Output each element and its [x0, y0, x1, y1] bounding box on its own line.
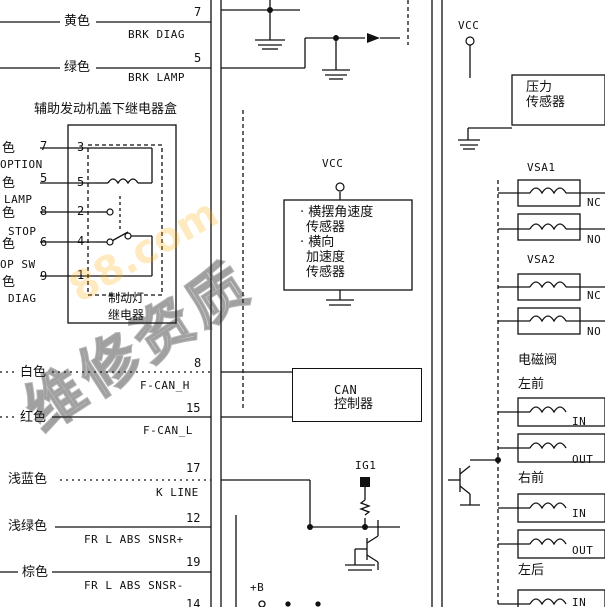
signal-label: FR L ABS SNSR+	[84, 533, 184, 546]
pressure-sensor-line: 压力	[526, 80, 553, 95]
relay-outer-pin: 8	[40, 204, 48, 218]
valve-label: 左后	[518, 563, 545, 578]
relay-inner-pin: 4	[77, 234, 85, 248]
wire-color-label: 绿色	[64, 60, 91, 75]
relay-outer-pin: 9	[40, 269, 48, 283]
pin-number: 8	[194, 356, 202, 370]
ig1-label: IG1	[355, 459, 377, 472]
relay-label: 制动灯	[108, 291, 145, 305]
pin-number: 19	[186, 555, 201, 569]
pin-number: 17	[186, 461, 201, 475]
pin-number: 15	[186, 401, 201, 415]
valve-tap-label: IN	[572, 596, 587, 607]
valve-tap-label: OUT	[572, 544, 594, 557]
wire-color-label: 浅绿色	[8, 519, 48, 534]
signal-label: F-CAN_L	[143, 424, 193, 437]
vsa-tap-label: NO	[587, 233, 602, 246]
can-box-line: 控制器	[334, 397, 374, 412]
relay-inner-pin: 5	[77, 175, 85, 189]
can-controller-box	[292, 368, 422, 422]
vsa-tap-label: NC	[587, 196, 602, 209]
edge-label: DIAG	[8, 292, 37, 305]
can-box-line: CAN	[334, 383, 358, 397]
relay-inner-pin: 1	[77, 268, 85, 282]
valve-tap-label: IN	[572, 415, 587, 428]
vsa-tap-label: NO	[587, 325, 602, 338]
edge-label: 色	[2, 275, 16, 290]
relay-inner-pin: 3	[77, 140, 85, 154]
solenoid-title: 电磁阀	[518, 353, 558, 368]
signal-label: FR L ABS SNSR-	[84, 579, 184, 592]
pin-number: 14	[186, 597, 201, 607]
relay-outer-pin: 7	[40, 139, 48, 153]
edge-label: 色	[2, 176, 16, 191]
pin-number: 12	[186, 511, 201, 525]
yaw-sensor-line: 传感器	[306, 220, 346, 235]
valve-tap-label: IN	[572, 507, 587, 520]
edge-label: OPTION	[0, 158, 43, 171]
valve-tap-label: OUT	[572, 453, 594, 466]
relay-outer-pin: 5	[40, 171, 48, 185]
signal-label: BRK DIAG	[128, 28, 185, 41]
pin-number: 5	[194, 51, 202, 65]
vsa-group-label: VSA1	[527, 161, 556, 174]
yaw-sensor-line: 加速度	[306, 250, 346, 265]
valve-label: 左前	[518, 377, 545, 392]
relay-label: 继电器	[108, 308, 145, 322]
edge-label: 色	[2, 206, 16, 221]
wire-color-label: 黄色	[64, 14, 91, 29]
edge-label: 色	[2, 237, 16, 252]
signal-label: K LINE	[156, 486, 199, 499]
yaw-sensor-line: 传感器	[306, 265, 346, 280]
edge-label: 色	[2, 141, 16, 156]
signal-label: F-CAN_H	[140, 379, 190, 392]
relay-box-title: 辅助发动机盖下继电器盒	[34, 102, 178, 117]
yaw-sensor-line: · 横向	[300, 235, 335, 250]
vsa-tap-label: NC	[587, 289, 602, 302]
relay-inner-pin: 2	[77, 204, 85, 218]
pressure-sensor-line: 传感器	[526, 95, 566, 110]
wire-color-label: 棕色	[22, 565, 49, 580]
pin-number: 7	[194, 5, 202, 19]
vcc-label: VCC	[458, 19, 480, 32]
edge-label: STOP	[8, 225, 37, 238]
wire-color-label: 白色	[20, 365, 47, 380]
vcc-label: VCC	[322, 157, 344, 170]
vsa-group-label: VSA2	[527, 253, 556, 266]
edge-label: LAMP	[4, 193, 33, 206]
relay-outer-pin: 6	[40, 235, 48, 249]
wire-color-label: 浅蓝色	[8, 472, 48, 487]
wire-color-label: 红色	[20, 410, 47, 425]
yaw-sensor-line: · 横摆角速度	[300, 205, 374, 220]
signal-label: BRK LAMP	[128, 71, 185, 84]
valve-label: 右前	[518, 471, 545, 486]
plus-b-label: +B	[250, 581, 265, 594]
edge-label: OP SW	[0, 258, 36, 271]
